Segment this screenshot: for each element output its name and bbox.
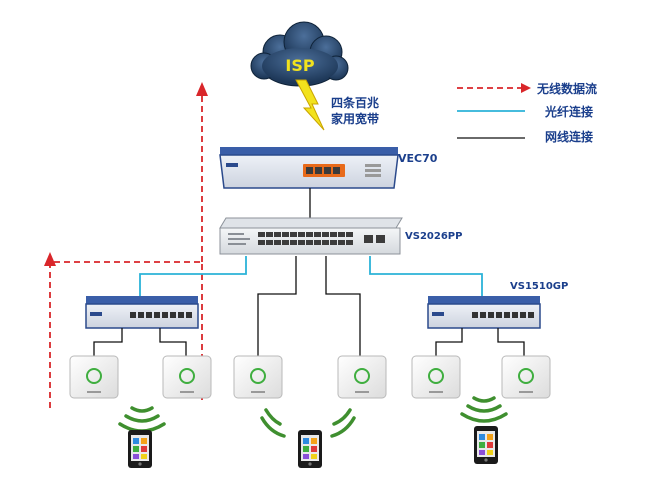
fiber-links: [139, 256, 483, 296]
access-point-3: [233, 355, 283, 399]
access-point-2: [162, 355, 212, 399]
switch-icon: [85, 296, 199, 329]
core-switch-label: VS2026PP: [405, 231, 462, 242]
access-point-icon: [69, 355, 119, 399]
legend-wireless-label: 无线数据流: [536, 81, 597, 96]
wireless-data-path: [49, 92, 203, 410]
smartphone-3: [474, 426, 498, 464]
ethernet-access-aps: [93, 328, 525, 356]
smartphone-1: [128, 430, 152, 468]
link-label-line1: 四条百兆: [331, 95, 379, 110]
wifi-signal-icon: [460, 396, 508, 423]
access-point-6: [501, 355, 551, 399]
access-point-icon: [337, 355, 387, 399]
smartphone-2: [298, 430, 322, 468]
wifi-signal-icon: [330, 408, 356, 438]
access-switch-left: [85, 296, 199, 329]
smartphone-icon: [474, 426, 498, 464]
access-point-4: [337, 355, 387, 399]
wireless-arrowhead-left: [44, 252, 56, 266]
switch-icon: [219, 217, 403, 255]
ethernet-core-aps: [257, 256, 361, 356]
lightning-icon: [295, 79, 325, 131]
legend-fiber-label: 光纤连接: [544, 104, 593, 119]
smartphone-icon: [298, 430, 322, 468]
isp-label: ISP: [285, 56, 314, 75]
switch-icon: [427, 296, 541, 329]
access-switch-right: VS1510GP: [427, 281, 568, 329]
legend-ethernet-label: 网线连接: [545, 129, 593, 144]
access-point-icon: [162, 355, 212, 399]
router-label: VEC70: [398, 152, 438, 165]
router-vec70: VEC70: [219, 147, 438, 189]
wifi-signal-icon: [118, 406, 166, 433]
smartphone-icon: [128, 430, 152, 468]
access-point-icon: [233, 355, 283, 399]
legend: 无线数据流 光纤连接 网线连接: [457, 81, 597, 144]
legend-wireless-arrowhead: [521, 83, 531, 93]
core-switch-vs2026pp: VS2026PP: [219, 217, 462, 255]
access-point-icon: [411, 355, 461, 399]
access-switch-right-label: VS1510GP: [510, 281, 568, 292]
access-point-icon: [501, 355, 551, 399]
access-point-1: [69, 355, 119, 399]
wireless-arrowhead-top: [196, 82, 208, 96]
wifi-signal-icon: [260, 408, 286, 438]
router-icon: [219, 147, 399, 189]
access-point-5: [411, 355, 461, 399]
link-label-line2: 家用宽带: [331, 111, 379, 126]
isp-cloud: ISP: [250, 21, 349, 87]
core-switch-ports: [258, 232, 385, 245]
